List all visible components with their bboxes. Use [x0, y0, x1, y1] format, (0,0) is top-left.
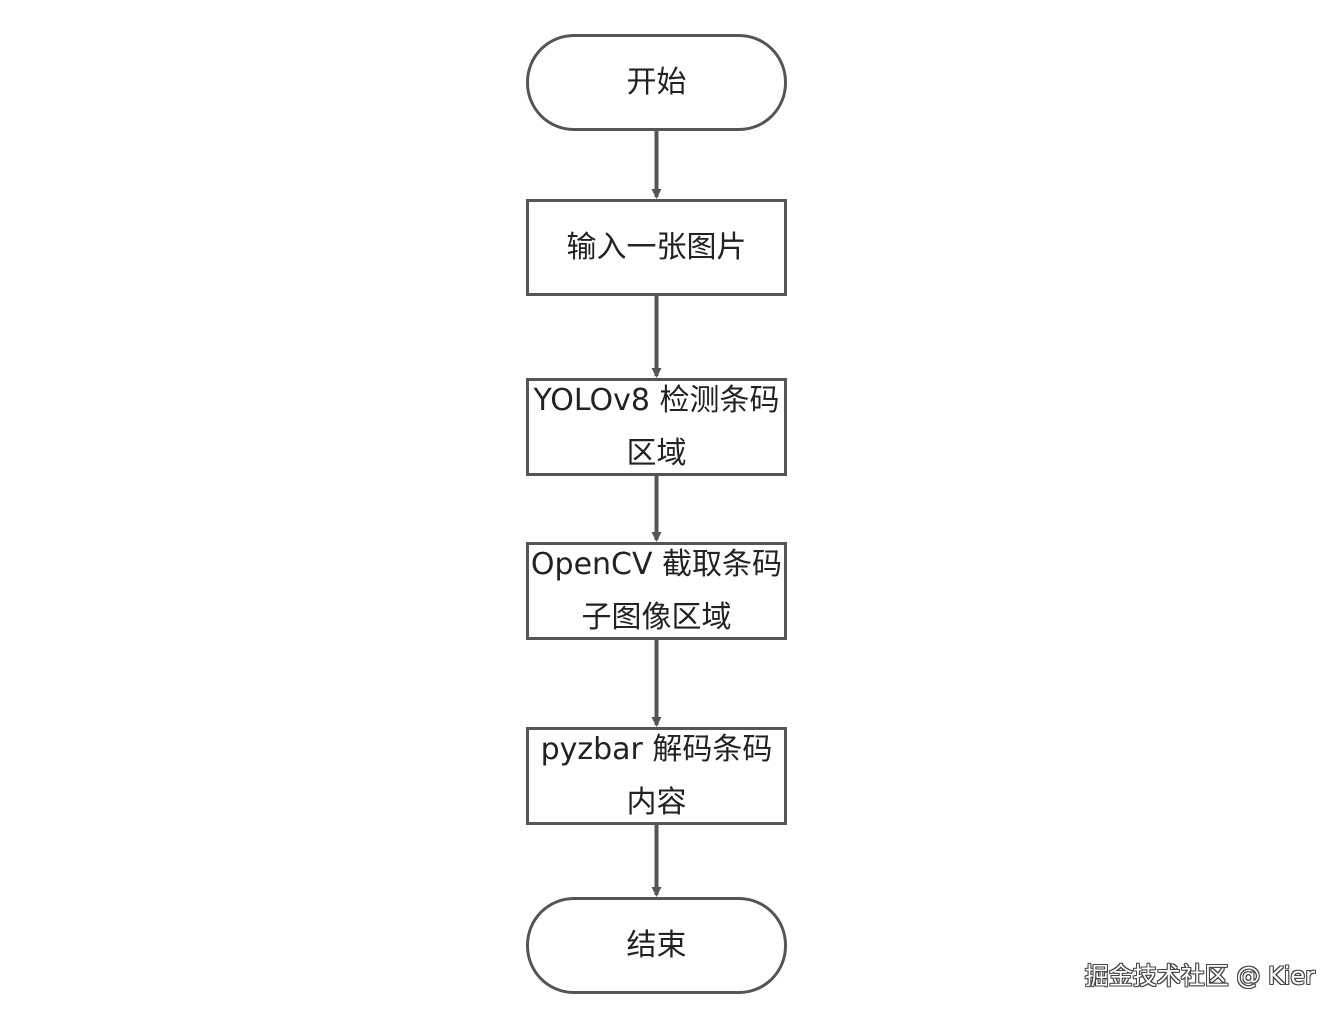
start-label: 开始 — [626, 65, 687, 100]
yolov8-detect-step: YOLOv8 检测条码 区域 — [526, 378, 787, 476]
pyzbar-decode-label-line2: 内容 — [626, 785, 687, 820]
yolov8-detect-label-line2: 区域 — [626, 436, 687, 471]
opencv-crop-label-line1: OpenCV 截取条码 — [530, 547, 783, 582]
start-terminal: 开始 — [526, 34, 787, 131]
watermark-text: 掘金技术社区 @ Kier — [1084, 962, 1315, 990]
input-image-label: 输入一张图片 — [566, 230, 747, 265]
pyzbar-decode-step: pyzbar 解码条码 内容 — [526, 727, 787, 825]
end-terminal: 结束 — [526, 897, 787, 994]
end-label: 结束 — [626, 928, 687, 963]
opencv-crop-step: OpenCV 截取条码 子图像区域 — [526, 542, 787, 640]
opencv-crop-label-line2: 子图像区域 — [581, 600, 732, 635]
yolov8-detect-label-line1: YOLOv8 检测条码 — [533, 383, 780, 418]
pyzbar-decode-label-line1: pyzbar 解码条码 — [540, 732, 773, 767]
input-image-step: 输入一张图片 — [526, 199, 787, 296]
